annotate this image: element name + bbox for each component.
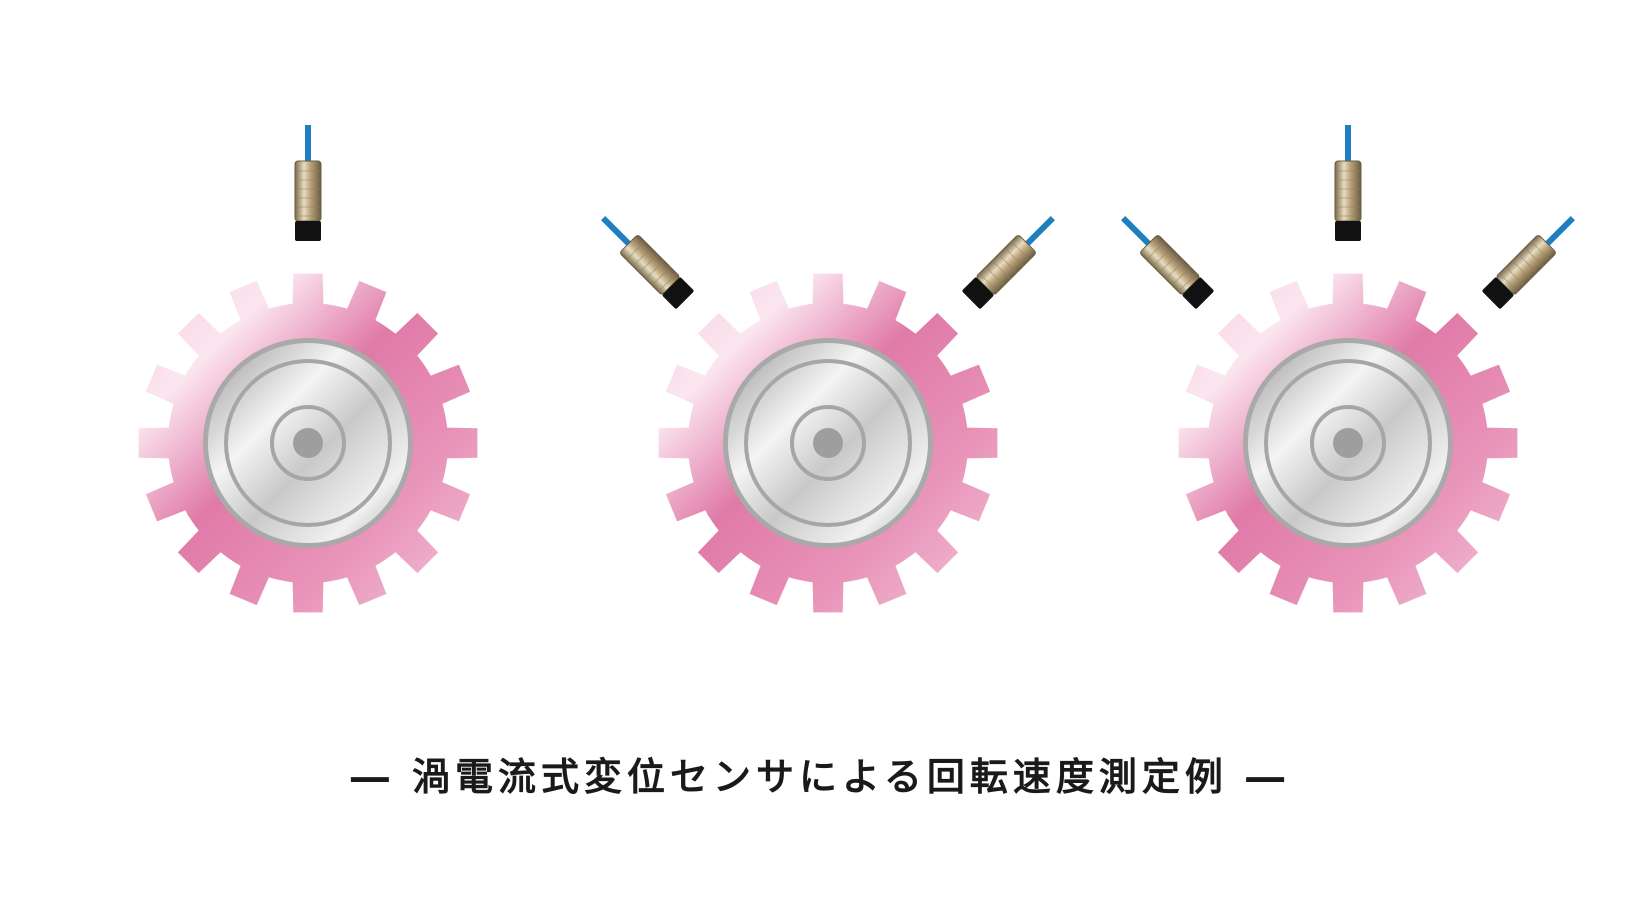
- sensor-thread: [632, 247, 652, 267]
- sensor-tip: [1482, 277, 1514, 309]
- sensor-thread: [1505, 266, 1525, 286]
- gear-assembly-three-sensors: [1121, 125, 1575, 613]
- sensor-cable: [1345, 125, 1351, 163]
- sensor-thread: [1530, 241, 1550, 261]
- sensor-thread: [1524, 247, 1544, 267]
- hub-ring-outer: [744, 359, 912, 527]
- sensor-thread: [626, 241, 646, 261]
- sensor-tip: [1335, 221, 1361, 241]
- sensor-thread: [1511, 260, 1531, 280]
- sensor-cable: [1121, 216, 1153, 248]
- sensor-thread: [1004, 247, 1024, 267]
- figure-caption: ― 渦電流式変位センサによる回転速度測定例 ―: [350, 755, 1290, 799]
- proximity-sensor-2: [962, 216, 1055, 309]
- sensor-tip: [962, 277, 994, 309]
- proximity-sensor-2: [1334, 125, 1362, 241]
- sensor-thread: [979, 273, 998, 292]
- sensor-thread: [1518, 253, 1538, 273]
- hub-ring-outer: [224, 359, 392, 527]
- shaft-hole: [1333, 428, 1363, 458]
- proximity-sensor-1: [601, 216, 694, 309]
- gear-assembly-one-sensor: [138, 125, 478, 613]
- hub-ring-outer: [1264, 359, 1432, 527]
- sensor-thread: [991, 260, 1011, 280]
- sensor-thread: [1178, 273, 1197, 292]
- shaft-hole: [293, 428, 323, 458]
- proximity-sensor-1: [1121, 216, 1214, 309]
- sensor-tip: [1182, 277, 1214, 309]
- sensor-cable: [1543, 216, 1575, 248]
- sensor-tip: [662, 277, 694, 309]
- sensor-body: [1334, 160, 1362, 222]
- proximity-sensor-1: [294, 125, 322, 241]
- sensor-cable: [601, 216, 633, 248]
- proximity-sensor-3: [1482, 216, 1575, 309]
- hub-ring-inner: [1310, 405, 1386, 481]
- sensor-body: [294, 160, 322, 222]
- gear-assembly-two-sensors: [601, 216, 1055, 613]
- sensor-thread: [998, 253, 1018, 273]
- shaft-hole: [813, 428, 843, 458]
- sensor-thread: [1010, 241, 1030, 261]
- sensor-tip: [295, 221, 321, 241]
- sensor-thread: [645, 260, 665, 280]
- sensor-cable: [1023, 216, 1055, 248]
- sensor-thread: [985, 266, 1005, 286]
- hub-ring-inner: [270, 405, 346, 481]
- hub-ring-inner: [790, 405, 866, 481]
- sensor-thread: [1499, 273, 1518, 292]
- sensor-thread: [651, 266, 671, 286]
- sensor-thread: [1171, 266, 1191, 286]
- sensor-thread: [1165, 260, 1185, 280]
- sensor-thread: [1152, 247, 1172, 267]
- sensor-thread: [658, 273, 677, 292]
- sensor-thread: [1158, 253, 1178, 273]
- sensor-cable: [305, 125, 311, 163]
- sensor-thread: [638, 253, 658, 273]
- sensor-thread: [1146, 241, 1166, 261]
